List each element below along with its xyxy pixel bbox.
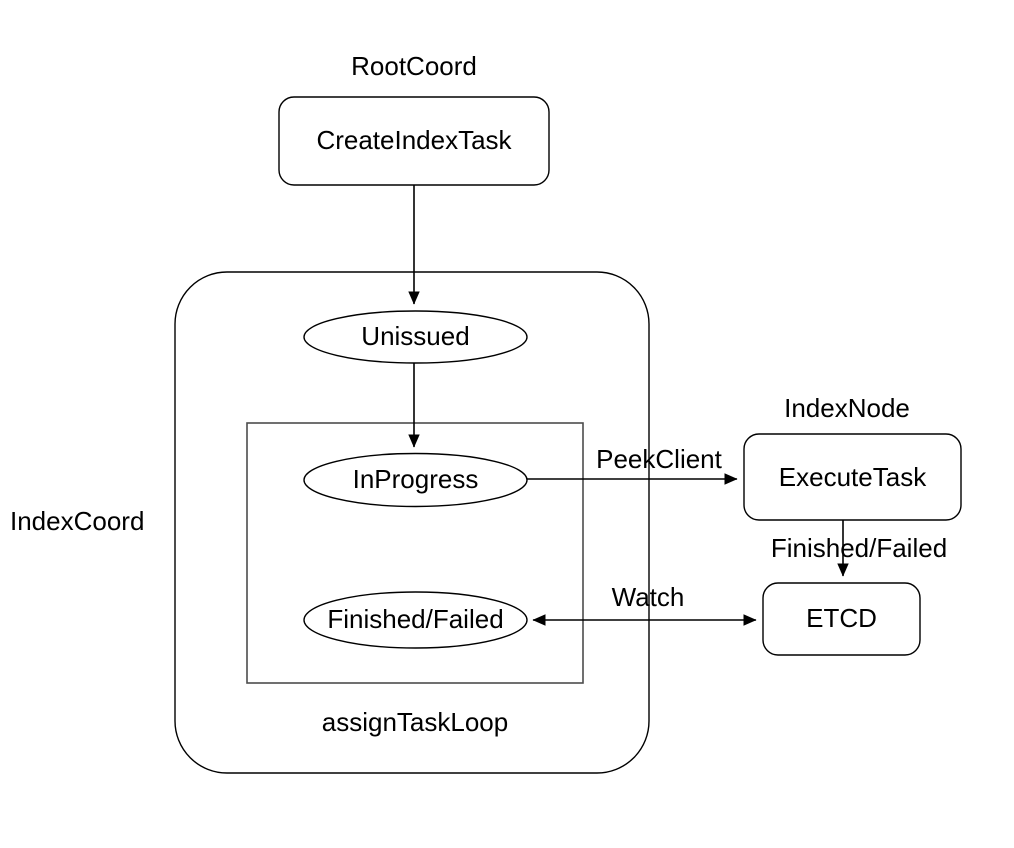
in-progress-label: InProgress: [353, 464, 479, 494]
etcd-label: ETCD: [806, 603, 877, 633]
finished-failed-label: Finished/Failed: [327, 604, 503, 634]
create-index-task-box[interactable]: [278, 96, 550, 186]
index-coord-boundary: [174, 271, 650, 774]
create-index-task-label: CreateIndexTask: [316, 125, 512, 155]
node-execute-task[interactable]: ExecuteTask: [743, 433, 962, 521]
etcd-box[interactable]: [762, 582, 921, 656]
unissued-ellipse[interactable]: [303, 310, 528, 364]
index-coord-label: IndexCoord: [10, 506, 144, 536]
node-unissued[interactable]: Unissued: [303, 310, 528, 364]
finished-failed-ellipse[interactable]: [303, 591, 528, 649]
execute-task-label: ExecuteTask: [779, 462, 927, 492]
unissued-label: Unissued: [361, 321, 469, 351]
index-coord-container: [174, 271, 650, 774]
node-etcd[interactable]: ETCD: [762, 582, 921, 656]
execute-to-etcd-edge-label: Finished/Failed: [771, 533, 947, 563]
watch-edge-label: Watch: [612, 582, 685, 612]
in-progress-ellipse[interactable]: [303, 452, 528, 508]
assign-task-loop-boundary: [246, 422, 584, 684]
node-in-progress[interactable]: InProgress: [303, 452, 528, 508]
node-create-index-task[interactable]: CreateIndexTask: [278, 96, 550, 186]
execute-task-box[interactable]: [743, 433, 962, 521]
node-finished-failed[interactable]: Finished/Failed: [303, 591, 528, 649]
assign-task-loop-container: [246, 422, 584, 684]
peek-client-edge-label: PeekClient: [596, 444, 723, 474]
root-coord-label: RootCoord: [351, 51, 477, 81]
index-node-label: IndexNode: [784, 393, 910, 423]
assign-task-loop-label: assignTaskLoop: [322, 707, 508, 737]
